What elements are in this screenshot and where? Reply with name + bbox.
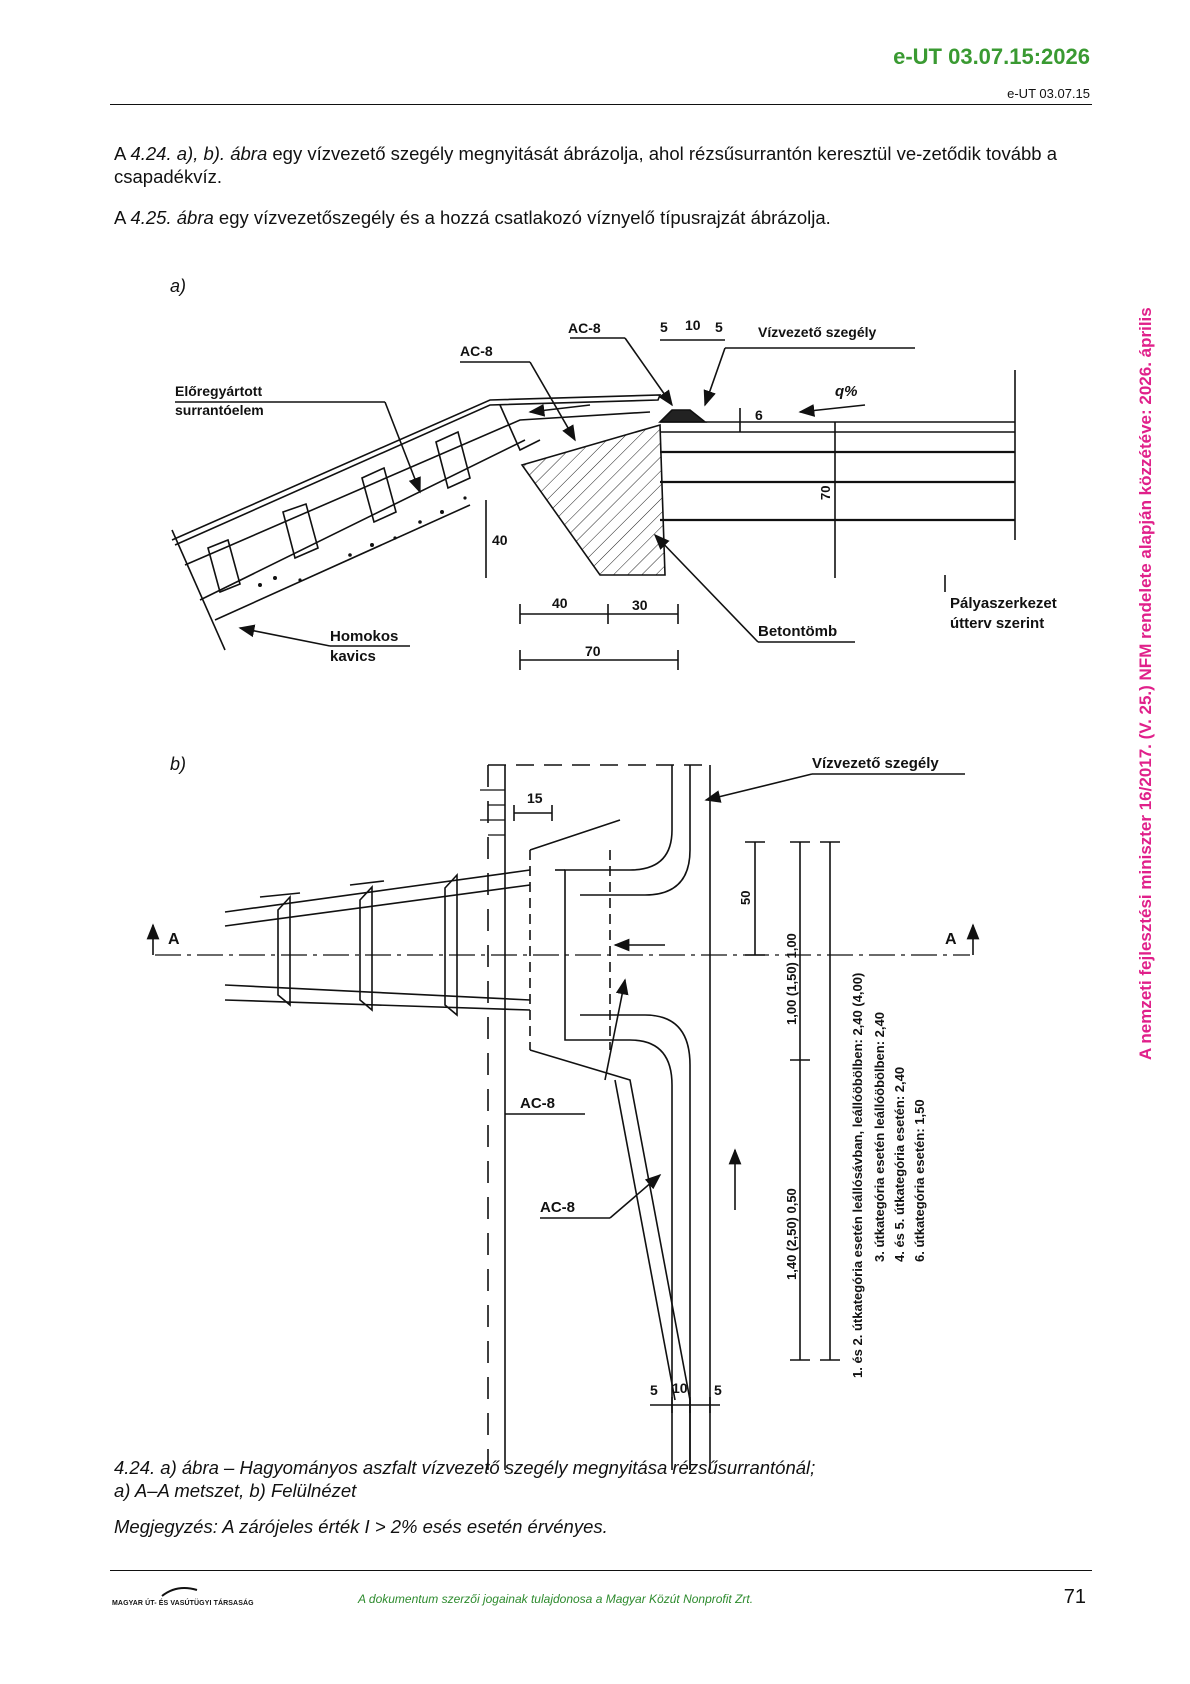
dim-70-horizontal: 70: [585, 643, 601, 659]
document-code: e-UT 03.07.15:2026: [893, 44, 1090, 69]
society-logo-icon: [161, 1587, 198, 1597]
dim-low: 1,40 (2,50) 0,50: [784, 1188, 799, 1280]
figure-caption: 4.24. a) ábra – Hagyományos aszfalt vízv…: [114, 1456, 815, 1502]
figure-reference: 4.25. ábra: [130, 207, 214, 228]
dim-5b: 5: [715, 319, 723, 335]
dim-5a: 5: [660, 319, 668, 335]
ac8-b-label-b: AC-8: [540, 1199, 575, 1216]
figure-reference: 4.24. a), b). ábra: [130, 143, 268, 164]
copyright-notice: A dokumentum szerzői jogainak tulajdonos…: [358, 1592, 754, 1606]
ac8-b-label-a: AC-8: [520, 1095, 555, 1112]
homokos-label-1: Homokos: [330, 628, 398, 645]
footer-rule: [110, 1570, 1092, 1571]
homokos-label-2: kavics: [330, 648, 376, 665]
dim-10-b: 10: [672, 1380, 688, 1396]
q-percent-label: q%: [835, 383, 858, 400]
dim-40-horizontal: 40: [552, 595, 568, 611]
category-note-4: 6. útkategória esetén: 1,50: [912, 1099, 927, 1262]
dim-5a-b: 5: [650, 1382, 658, 1398]
betontomb-label: Betontömb: [758, 623, 837, 640]
page-number: 71: [1063, 1586, 1086, 1608]
dim-10: 10: [685, 317, 701, 333]
dim-6: 6: [755, 407, 763, 423]
category-note-2: 3. útkategória esetén leállóöbölben: 2,4…: [872, 1012, 887, 1262]
category-note-3: 4. és 5. útkategória esetén: 2,40: [892, 1067, 907, 1262]
dim-mid: 1,00 (1,50) 1,00: [784, 933, 799, 1025]
caption-line-2: a) A–A metszet, b) Felülnézet: [114, 1480, 357, 1501]
palya-label-1: Pályaszerkezet: [950, 595, 1057, 612]
ac8-left-label: AC-8: [460, 343, 493, 359]
society-logo: MAGYAR ÚT- ÉS VASÚTÜGYI TÁRSASÁG: [112, 1584, 254, 1607]
eloregyartott-label-2: surrantóelem: [175, 402, 264, 418]
figure-b-plan: b) A: [146, 754, 980, 1470]
header-rule: [110, 104, 1092, 105]
eloregyartott-label-1: Előregyártott: [175, 383, 262, 399]
ac8-top-label: AC-8: [568, 320, 601, 336]
dim-15: 15: [527, 790, 543, 806]
palya-label-2: útterv szerint: [950, 615, 1044, 632]
category-note-1: 1. és 2. útkategória esetén leállósávban…: [850, 973, 865, 1378]
vizvezeto-b-label: Vízvezető szegély: [812, 755, 939, 772]
figure-note: Megjegyzés: A zárójeles érték I > 2% esé…: [114, 1516, 608, 1537]
society-logo-text: MAGYAR ÚT- ÉS VASÚTÜGYI TÁRSASÁG: [112, 1600, 254, 1607]
intro-paragraph-2: A 4.25. ábra egy vízvezetőszegély és a h…: [114, 207, 831, 228]
dim-50: 50: [738, 891, 753, 905]
section-a-right: A: [945, 931, 957, 948]
caption-line-1: 4.24. a) ábra – Hagyományos aszfalt vízv…: [114, 1457, 816, 1478]
dim-40-vertical: 40: [492, 532, 508, 548]
section-a-left: A: [168, 931, 180, 948]
document-subcode: e-UT 03.07.15: [1007, 86, 1090, 101]
figure-a-label: a): [170, 276, 186, 296]
intro-paragraph-1: A 4.24. a), b). ábra egy vízvezető szegé…: [114, 143, 1057, 187]
figure-b-label: b): [170, 754, 186, 774]
figure-a-section: a) AC-8 5 10 5: [170, 276, 1057, 670]
dim-70-vertical: 70: [818, 486, 833, 500]
vizvezeto-label: Vízvezető szegély: [758, 324, 876, 340]
dim-5b-b: 5: [714, 1382, 722, 1398]
dim-30-horizontal: 30: [632, 597, 648, 613]
